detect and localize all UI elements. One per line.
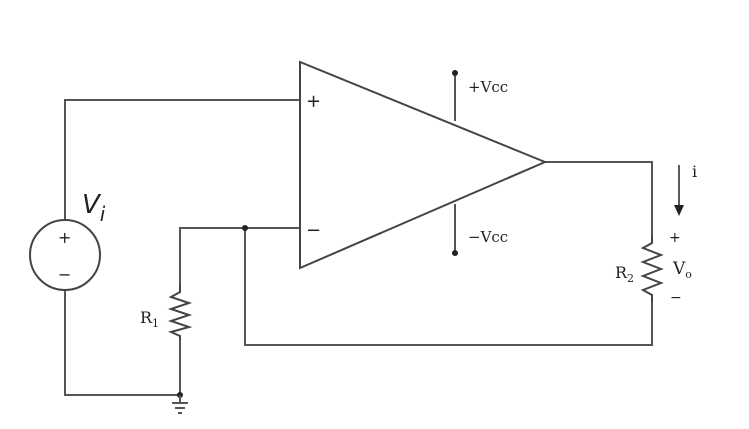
wire-output [544, 161, 653, 236]
r2-name: R [615, 263, 628, 282]
ground-icon [172, 395, 188, 414]
r1-name: R [140, 308, 153, 327]
vcc-neg-terminal [452, 250, 458, 256]
voltage-source-minus: − [58, 265, 71, 284]
current-label: i [692, 162, 697, 181]
wire-r1-minus [179, 227, 301, 286]
output-voltage-label: Vo [672, 259, 692, 281]
voltage-source-name: V [82, 190, 102, 220]
vcc-pos-label: +Vcc [468, 78, 508, 96]
wire-plus-input [64, 99, 301, 221]
output-minus-label: − [670, 290, 682, 306]
voltage-source-circle [29, 219, 101, 291]
r1-subscript: 1 [152, 317, 159, 330]
voltage-source-plus: + [58, 228, 71, 247]
output-plus-label: + [669, 230, 681, 246]
current-arrow-icon [674, 165, 684, 216]
vcc-pos-terminal [452, 70, 458, 76]
output-voltage-subscript: o [685, 268, 692, 281]
r2-resistor [640, 235, 664, 302]
junction-minus-node [242, 225, 248, 231]
wire-feedback [244, 227, 653, 346]
r1-label: R1 [140, 308, 159, 330]
opamp-triangle [299, 60, 548, 270]
r1-resistor [167, 285, 193, 340]
output-voltage-name: V [672, 259, 686, 279]
opamp-minus-label: − [306, 220, 321, 241]
voltage-source: + − [29, 219, 101, 291]
voltage-source-subscript: i [100, 202, 106, 226]
wires [64, 72, 653, 396]
r2-label: R2 [615, 263, 634, 285]
voltage-source-label: Vi [82, 190, 106, 226]
vcc-neg-label: −Vcc [468, 228, 508, 246]
opamp-plus-label: + [306, 91, 321, 112]
r2-subscript: 2 [627, 272, 634, 285]
wire-source-ground [64, 289, 181, 396]
